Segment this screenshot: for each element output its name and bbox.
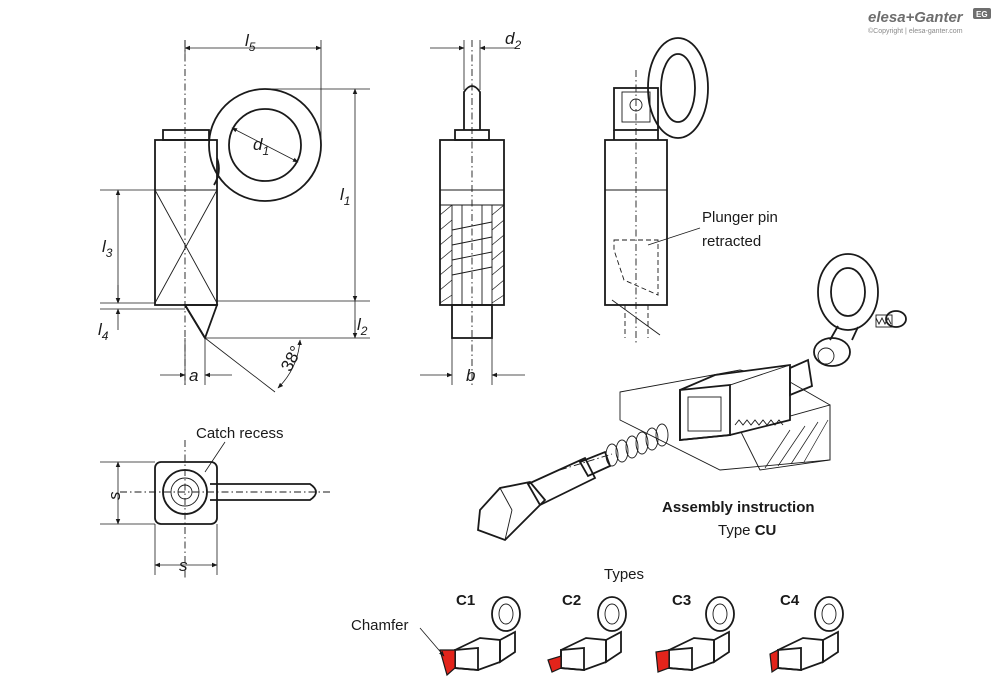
brand-badge: EG	[976, 10, 988, 19]
assembly-title: Assembly instruction	[662, 499, 815, 516]
front-view: d1 l5 l1 l2 l3 l4 a 38°	[98, 31, 370, 393]
brand-copyright: ©Copyright | elesa-ganter.com	[868, 27, 963, 35]
section-view: d2 b	[420, 29, 525, 385]
dim-d1-label: d1	[253, 135, 269, 158]
dim-l3-label: l3	[102, 237, 113, 260]
chamfer-label: Chamfer	[351, 617, 409, 634]
types-section: Types C1 C2 C3	[351, 566, 844, 677]
assembly-plunger	[477, 450, 612, 542]
type-c2-chamfer	[547, 655, 562, 673]
dim-s-side-label: s	[105, 491, 124, 500]
assembly-spring	[605, 423, 669, 467]
type-c3: C3	[655, 592, 735, 673]
dim-d2-label: d2	[505, 29, 521, 52]
dim-s-bottom-label: s	[179, 556, 188, 575]
assembly-type: Type CU	[718, 522, 776, 539]
top-view: Catch recess s s	[100, 425, 330, 580]
type-c1: C1	[439, 592, 521, 677]
type-c3-label: C3	[672, 592, 691, 609]
assembly-view: Assembly instruction Type CU	[477, 253, 907, 542]
dim-b-label: b	[466, 366, 475, 385]
type-c1-label: C1	[456, 592, 475, 609]
plunger-label-line2: retracted	[702, 233, 761, 250]
dim-l4-label: l4	[98, 320, 109, 343]
dim-angle-label: 38°	[277, 343, 306, 375]
types-title: Types	[604, 566, 644, 583]
type-c4: C4	[769, 592, 844, 674]
dim-l2-label: l2	[357, 315, 368, 338]
spring	[451, 221, 493, 276]
catch-recess-label: Catch recess	[196, 425, 284, 442]
type-c3-chamfer	[655, 649, 670, 673]
plunger-label-line1: Plunger pin	[702, 209, 778, 226]
dim-a-label: a	[189, 366, 198, 385]
type-c2-label: C2	[562, 592, 581, 609]
retracted-view: Plunger pin retracted	[604, 37, 778, 345]
section-hatch	[439, 204, 505, 304]
brand-logo-text: elesa+Ganter	[868, 9, 964, 26]
type-c2: C2	[547, 592, 627, 673]
plate-hatch	[764, 419, 829, 469]
type-c4-chamfer	[769, 649, 779, 674]
screw	[875, 310, 907, 328]
brand-logo: elesa+Ganter EG ©Copyright | elesa-gante…	[868, 8, 991, 35]
dim-l5-label: l5	[245, 31, 256, 54]
type-c4-label: C4	[780, 592, 800, 609]
dim-l1-label: l1	[340, 185, 350, 208]
